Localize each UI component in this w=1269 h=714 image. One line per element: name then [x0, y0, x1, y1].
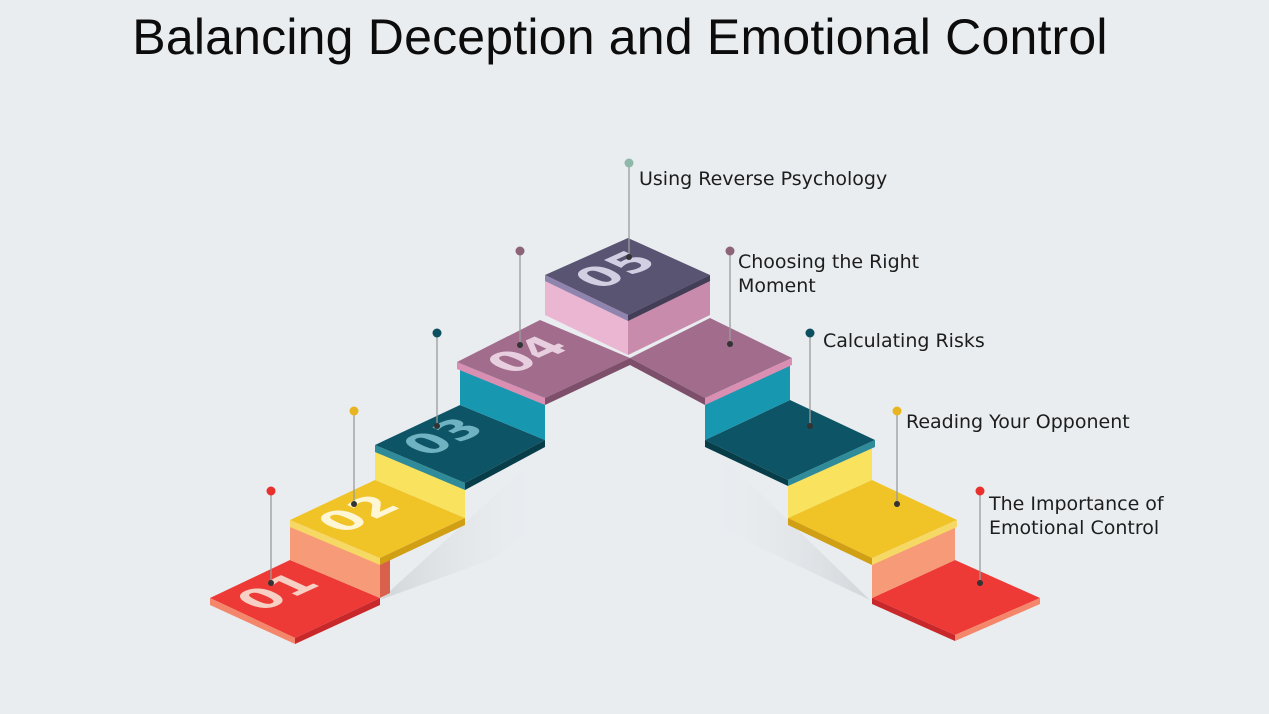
step-05-top — [545, 238, 710, 355]
step-03-right — [705, 360, 875, 486]
step-01-right — [872, 522, 1040, 641]
pin-left-01-head — [266, 486, 276, 496]
pin-left-03 — [432, 328, 442, 429]
step-01-left — [210, 520, 390, 644]
page-title: Balancing Deception and Emotional Contro… — [132, 9, 1108, 65]
label-step-02: Reading Your Opponent — [906, 411, 1130, 433]
label-step-03: Calculating Risks — [823, 330, 985, 352]
right-stair-shadow — [705, 440, 870, 600]
pin-right-01 — [975, 486, 985, 586]
pin-top-05 — [624, 158, 634, 260]
label-step-01: The Importance of Emotional Control — [989, 493, 1164, 539]
pin-right-03 — [805, 328, 815, 429]
pin-right-04 — [725, 246, 735, 347]
step-04-right — [630, 318, 792, 405]
label-step-05: Using Reverse Psychology — [639, 168, 888, 190]
pin-left-01 — [266, 486, 276, 586]
step-03-left — [375, 363, 545, 490]
pin-right-02 — [892, 406, 902, 507]
step-04-left — [457, 320, 630, 405]
pin-left-04 — [515, 246, 525, 348]
step-02-left — [290, 445, 465, 565]
step-02-right — [788, 443, 957, 565]
label-step-04: Choosing the Right Moment — [738, 251, 920, 297]
pin-left-02 — [349, 406, 359, 507]
